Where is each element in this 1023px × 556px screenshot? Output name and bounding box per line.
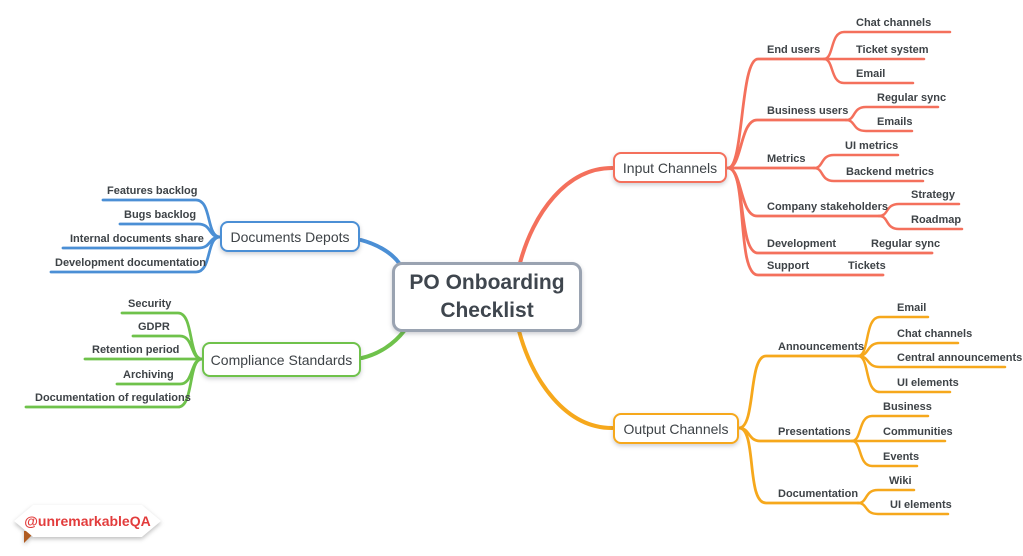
- node-strategy[interactable]: Strategy: [911, 189, 956, 201]
- node-central-announcements[interactable]: Central announcements: [897, 352, 1023, 364]
- node-end-users[interactable]: End users: [767, 44, 821, 56]
- node-chat-channels[interactable]: Chat channels: [856, 17, 932, 29]
- node-compliance-standards[interactable]: Compliance Standards: [202, 342, 361, 377]
- node-development[interactable]: Development: [767, 238, 837, 250]
- node-ui-metrics[interactable]: UI metrics: [845, 140, 899, 152]
- output-branch-lines: [517, 315, 1007, 516]
- node-wiki[interactable]: Wiki: [889, 475, 912, 487]
- node-security[interactable]: Security: [128, 298, 172, 310]
- node-bugs-backlog[interactable]: Bugs backlog: [124, 209, 197, 221]
- documents-branch-lines: [49, 198, 401, 274]
- node-development-documentation[interactable]: Development documentation: [55, 257, 206, 269]
- node-emails[interactable]: Emails: [877, 116, 913, 128]
- node-features-backlog[interactable]: Features backlog: [107, 185, 198, 197]
- node-events[interactable]: Events: [883, 451, 920, 463]
- node-archiving[interactable]: Archiving: [123, 369, 174, 381]
- node-output-email[interactable]: Email: [897, 302, 927, 314]
- node-business-users[interactable]: Business users: [767, 105, 849, 117]
- node-presentations[interactable]: Presentations: [778, 426, 851, 438]
- compliance-branch-lines: [24, 311, 406, 409]
- node-ticket-system[interactable]: Ticket system: [856, 44, 929, 56]
- node-internal-documents-share[interactable]: Internal documents share: [70, 233, 204, 245]
- node-roadmap[interactable]: Roadmap: [911, 214, 962, 226]
- node-business[interactable]: Business: [883, 401, 932, 413]
- node-gdpr[interactable]: GDPR: [138, 321, 170, 333]
- watermark-badge: @unremarkableQA: [14, 505, 161, 543]
- node-ui-elements-documentation[interactable]: UI elements: [890, 499, 952, 511]
- node-input-channels[interactable]: Input Channels: [613, 152, 727, 183]
- node-email[interactable]: Email: [856, 68, 886, 80]
- node-retention-period[interactable]: Retention period: [92, 344, 180, 356]
- node-ui-elements-announcements[interactable]: UI elements: [897, 377, 959, 389]
- node-regular-sync-business[interactable]: Regular sync: [877, 92, 947, 104]
- node-tickets[interactable]: Tickets: [848, 260, 886, 272]
- node-documentation[interactable]: Documentation: [778, 488, 859, 500]
- node-regular-sync-development[interactable]: Regular sync: [871, 238, 941, 250]
- node-documentation-of-regulations[interactable]: Documentation of regulations: [35, 392, 191, 404]
- node-company-stakeholders[interactable]: Company stakeholders: [767, 201, 889, 213]
- node-output-chat-channels[interactable]: Chat channels: [897, 328, 973, 340]
- root-node[interactable]: PO Onboarding Checklist: [392, 262, 582, 332]
- node-backend-metrics[interactable]: Backend metrics: [846, 166, 935, 178]
- node-announcements[interactable]: Announcements: [778, 341, 865, 353]
- input-branch-lines: [518, 30, 964, 277]
- node-documents-depots[interactable]: Documents Depots: [220, 221, 360, 252]
- watermark-text: @unremarkableQA: [14, 505, 161, 537]
- node-output-channels[interactable]: Output Channels: [613, 413, 739, 444]
- node-communities[interactable]: Communities: [883, 426, 953, 438]
- node-metrics[interactable]: Metrics: [767, 153, 806, 165]
- node-support[interactable]: Support: [767, 260, 810, 272]
